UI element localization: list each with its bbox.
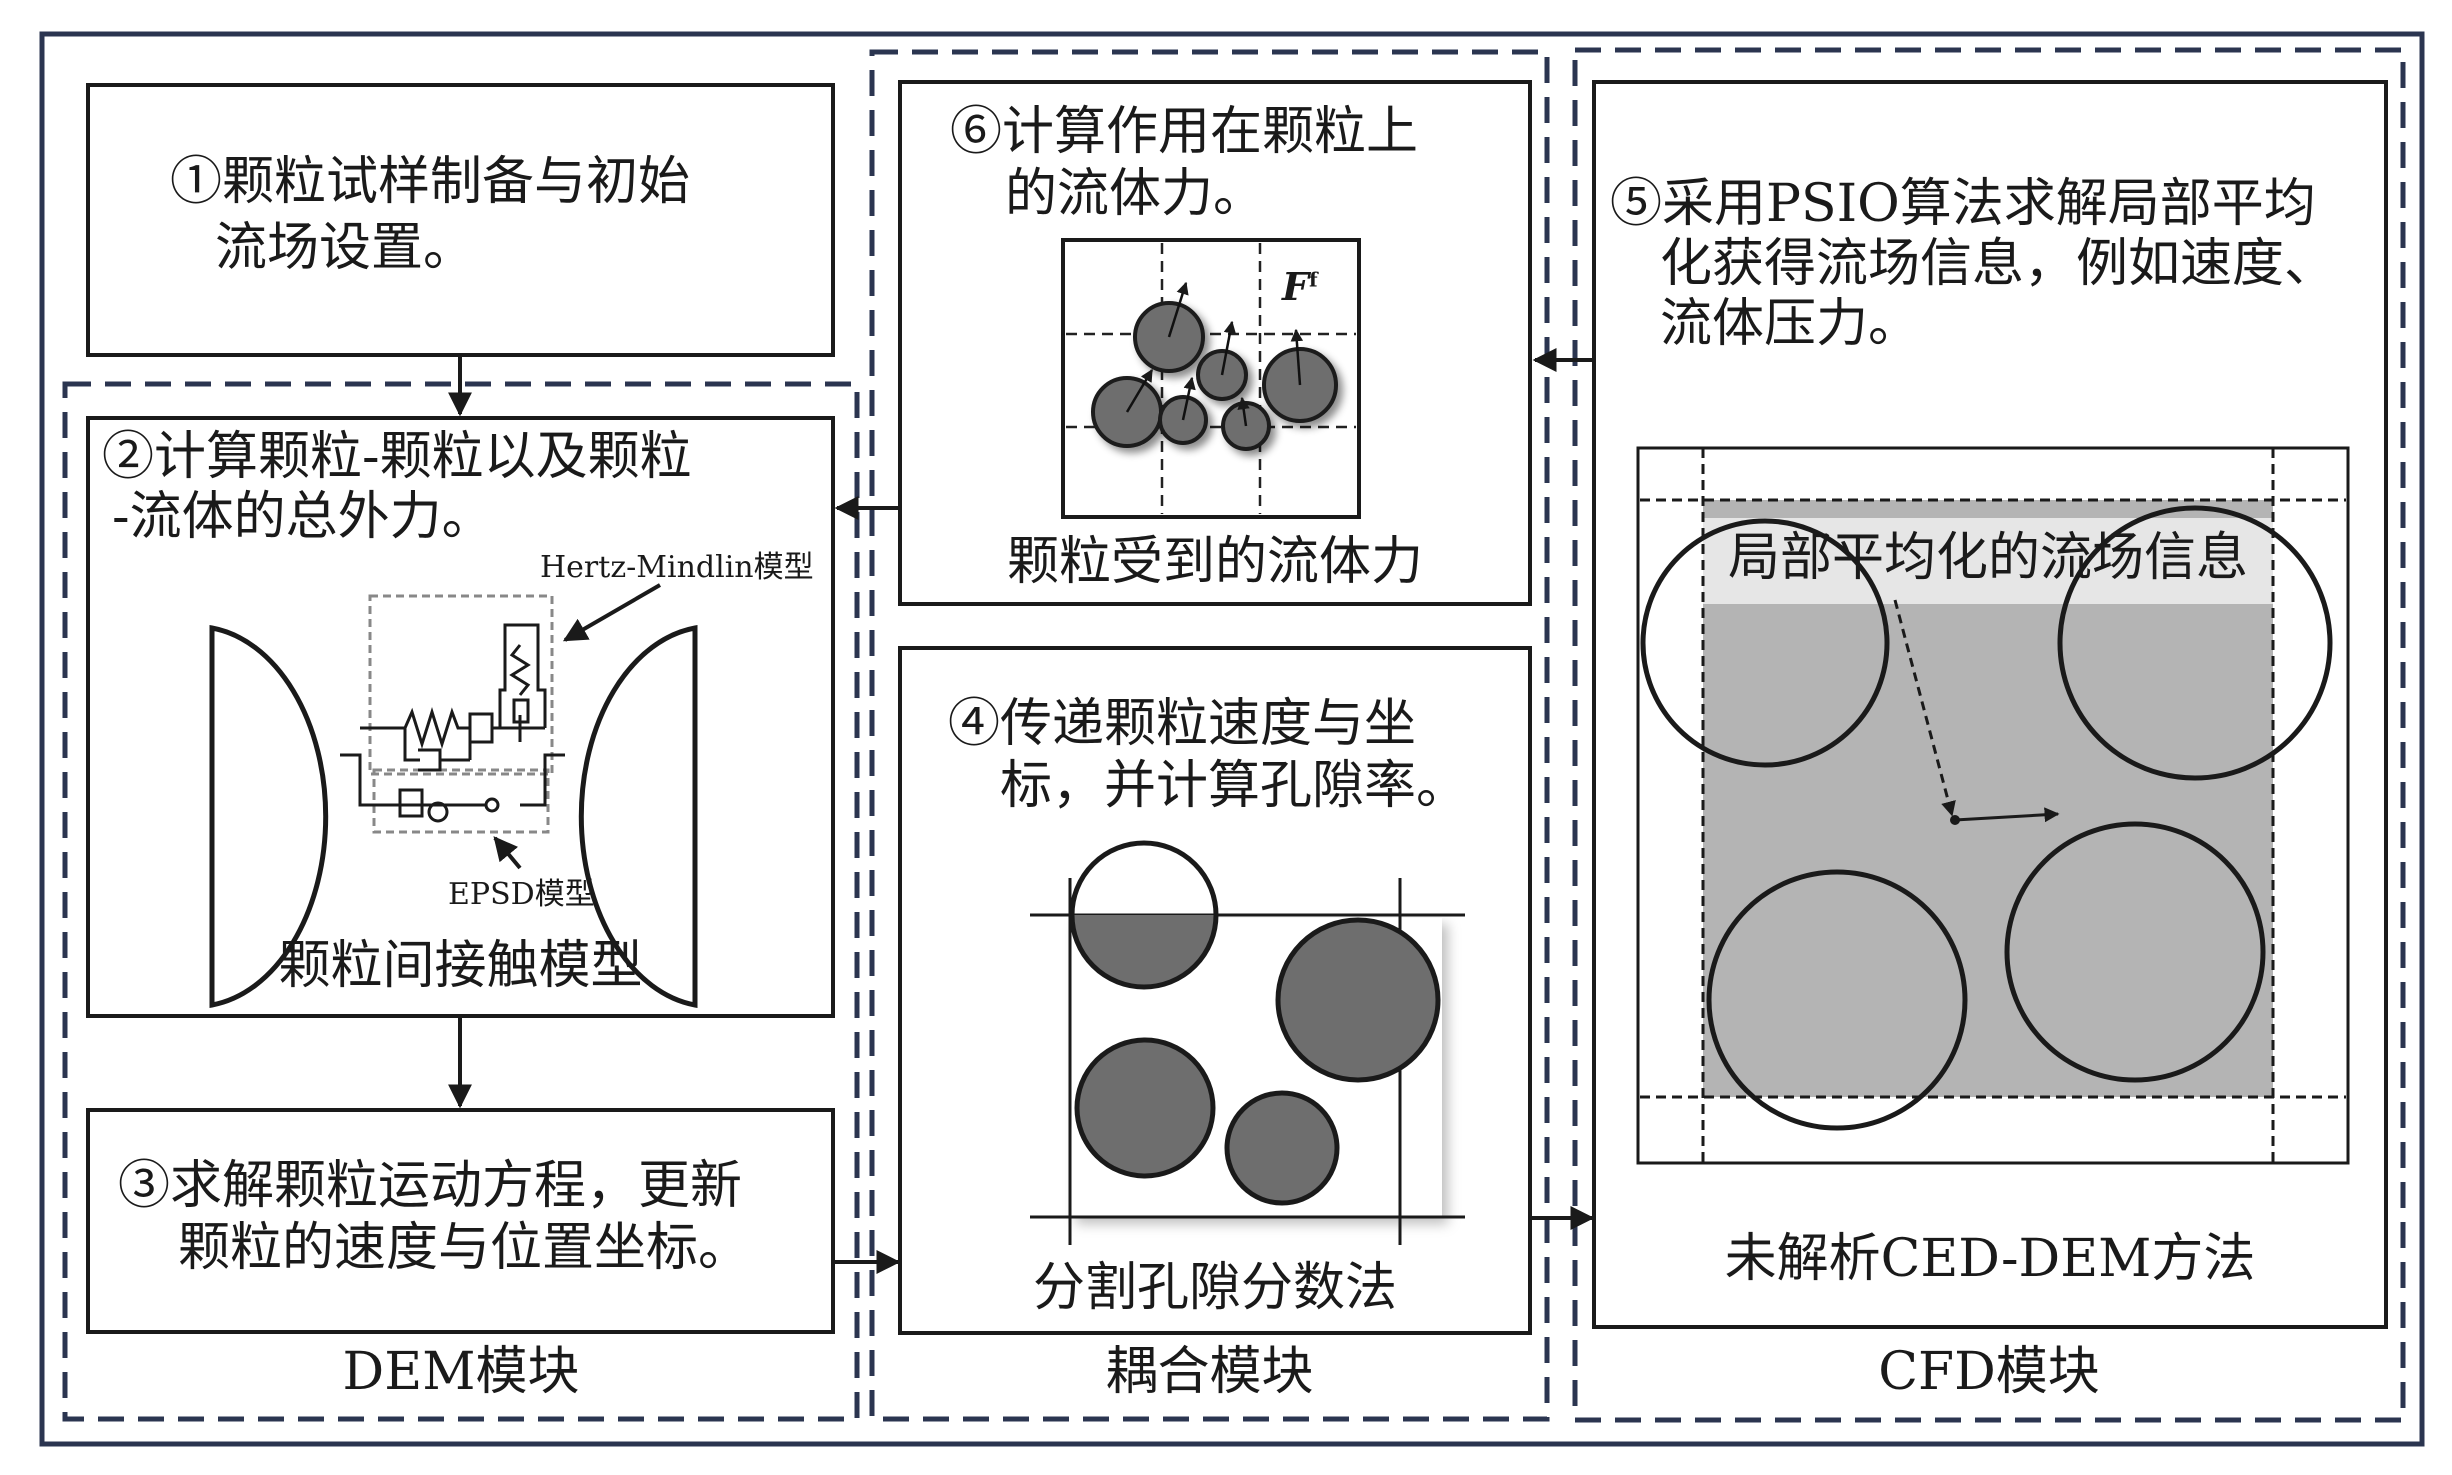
cfd-module-frame — [1572, 47, 2406, 1423]
split-particle-lower-half — [1072, 915, 1216, 987]
step5-box — [1592, 80, 2388, 1329]
particle — [1275, 917, 1441, 1083]
step5-line1: ⑤采用PSIO算法求解局部平均 — [1610, 174, 2316, 234]
module-frames — [62, 47, 2406, 1423]
step1-line1: ①颗粒试样制备与初始 — [170, 152, 691, 212]
force-vector — [1290, 328, 1304, 386]
step3-box — [86, 1108, 835, 1334]
step6-box — [898, 80, 1532, 606]
void-fraction-caption: 分割孔隙分数法 — [1032, 1258, 1397, 1318]
step4-line2: 标，并计算孔隙率。 — [1000, 756, 1469, 816]
step2-line1: ②计算颗粒-颗粒以及颗粒 — [102, 427, 692, 487]
step3-line1: ③求解颗粒运动方程，更新 — [118, 1156, 743, 1216]
averaged-velocity-arrow — [1954, 807, 2060, 823]
pointer-dashed — [1893, 599, 1956, 817]
left-particle-half — [209, 624, 329, 1009]
step5-line2: 化获得流场信息，例如速度、 — [1660, 234, 2337, 294]
hertz-mindlin-label: Hertz-Mindlin模型 — [540, 550, 814, 585]
particle-outline — [1640, 518, 1890, 768]
contact-model-caption: 颗粒间接触模型 — [278, 936, 643, 996]
content-boxes — [86, 80, 2388, 1335]
contact-circuit — [340, 623, 565, 823]
overlay-label-background — [1703, 518, 2273, 604]
step2-box — [86, 416, 835, 1018]
split-particle — [1069, 840, 1219, 990]
step3-line2: 颗粒的速度与位置坐标。 — [178, 1218, 751, 1278]
coupling-module-frame — [869, 49, 1550, 1422]
cfd-module-label: CFD模块 — [1878, 1342, 2100, 1402]
unresolved-cfd-dem-caption: 未解析CED-DEM方法 — [1724, 1229, 2256, 1289]
force-vector — [1125, 368, 1154, 413]
particle-outline — [2004, 821, 2266, 1083]
force-superscript: f — [1308, 267, 1318, 292]
dem-module-frame — [62, 381, 860, 1422]
step2-line2: -流体的总外力。 — [112, 487, 494, 547]
step6-line1: ⑥计算作用在颗粒上 — [950, 102, 1419, 162]
force-letter: F — [1282, 264, 1309, 309]
coupling-module-label: 耦合模块 — [1105, 1342, 1314, 1402]
outer-frame — [39, 31, 2425, 1447]
fluid-force-figure — [1061, 238, 1361, 519]
fluid-force-symbol: Ff — [1282, 262, 1318, 312]
force-vector — [1220, 320, 1237, 376]
force-vector — [1181, 376, 1196, 421]
local-averaging-figure — [1636, 446, 2350, 1165]
particle — [1224, 1090, 1340, 1206]
force-vector — [1167, 281, 1189, 338]
hertz-pointer-arrow — [562, 583, 662, 642]
epsd-pointer-arrow — [493, 836, 522, 870]
void-fraction-figure — [1030, 840, 1465, 1245]
flow-arrows — [448, 348, 1595, 1274]
particle-outline — [2057, 505, 2333, 781]
epsd-label: EPSD模型 — [448, 877, 595, 912]
step6-line2: 的流体力。 — [1005, 164, 1266, 224]
local-averaging-label: 局部平均化的流场信息 — [1727, 528, 2248, 588]
fluid-force-caption: 颗粒受到的流体力 — [1006, 532, 1423, 592]
particle-outline — [1706, 869, 1968, 1131]
step5-line3: 流体压力。 — [1660, 294, 1921, 354]
hertz-mindlin-dashed-box — [368, 594, 554, 776]
step4-box — [898, 646, 1532, 1335]
step1-line2: 流场设置。 — [215, 218, 476, 278]
dem-module-label: DEM模块 — [342, 1342, 580, 1402]
contact-model-illustration — [209, 583, 698, 1009]
step4-line1: ④传递颗粒速度与坐 — [948, 694, 1417, 754]
particle — [1074, 1037, 1216, 1179]
right-particle-half — [578, 624, 698, 1009]
force-vector — [1237, 396, 1250, 427]
